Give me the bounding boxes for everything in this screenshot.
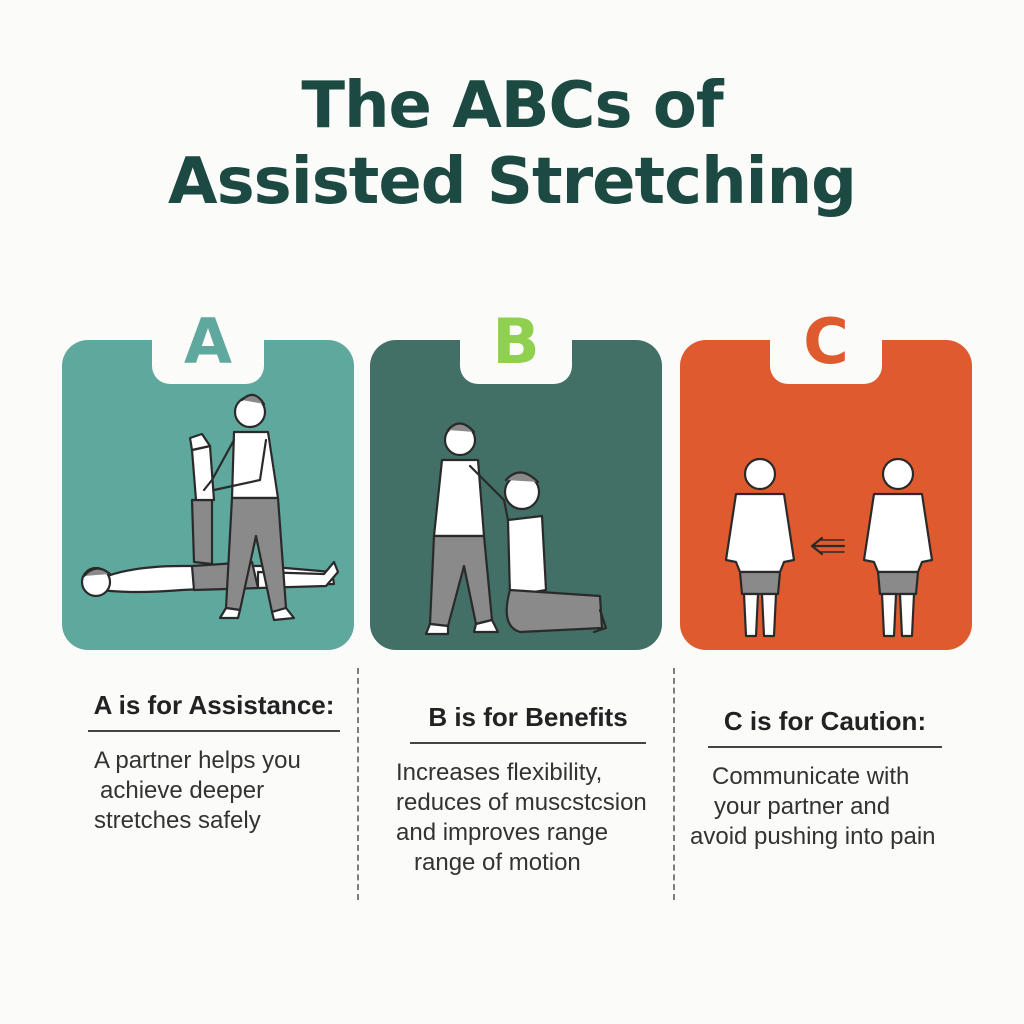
two-people-communication-arrow-icon (724, 457, 934, 638)
caption-body: A partner helps you achieve deeper stret… (74, 746, 354, 836)
caption-assistance: A is for Assistance: A partner helps you… (74, 688, 354, 836)
caption-heading: C is for Caution: (723, 706, 927, 736)
caption-body: Communicate with your partner and avoid … (690, 762, 960, 852)
caption-heading: B is for Benefits (428, 702, 628, 732)
divider-1 (357, 668, 359, 900)
caption-line: reduces of muscstcsion (396, 789, 647, 816)
caption-benefits: B is for Benefits Increases flexibility,… (386, 700, 670, 878)
letter-tab-b: B (460, 300, 572, 384)
caption-heading: A is for Assistance: (93, 690, 335, 720)
caption-line: Increases flexibility, (396, 759, 603, 786)
caption-line: range of motion (414, 849, 581, 876)
caption-line: avoid pushing into pain (690, 823, 936, 850)
caption-line: stretches safely (94, 807, 261, 834)
title-line-2: Assisted Stretching (168, 145, 857, 219)
page-title: The ABCs of Assisted Stretching (0, 68, 1024, 220)
caption-line: and improves range (396, 819, 609, 846)
caption-body: Increases flexibility, reduces of muscst… (386, 758, 670, 878)
assistant-stretching-seated-partner-icon (424, 422, 608, 636)
caption-line: A partner helps you (94, 747, 301, 774)
letter-tab-c: C (770, 300, 882, 384)
assistant-stretching-partner-leg-icon (80, 393, 340, 622)
letter-tab-a: A (152, 300, 264, 384)
divider-2 (673, 668, 675, 900)
caption-line: achieve deeper (100, 777, 265, 804)
caption-caution: C is for Caution: Communicate with your … (690, 704, 960, 852)
caption-line: Communicate with (712, 763, 910, 790)
card-a (62, 340, 354, 650)
card-c (680, 340, 972, 650)
caption-rule (410, 742, 646, 744)
title-line-1: The ABCs of (301, 69, 723, 143)
caption-rule (88, 730, 340, 732)
card-b (370, 340, 662, 650)
caption-rule (708, 746, 942, 748)
caption-line: your partner and (714, 793, 891, 820)
